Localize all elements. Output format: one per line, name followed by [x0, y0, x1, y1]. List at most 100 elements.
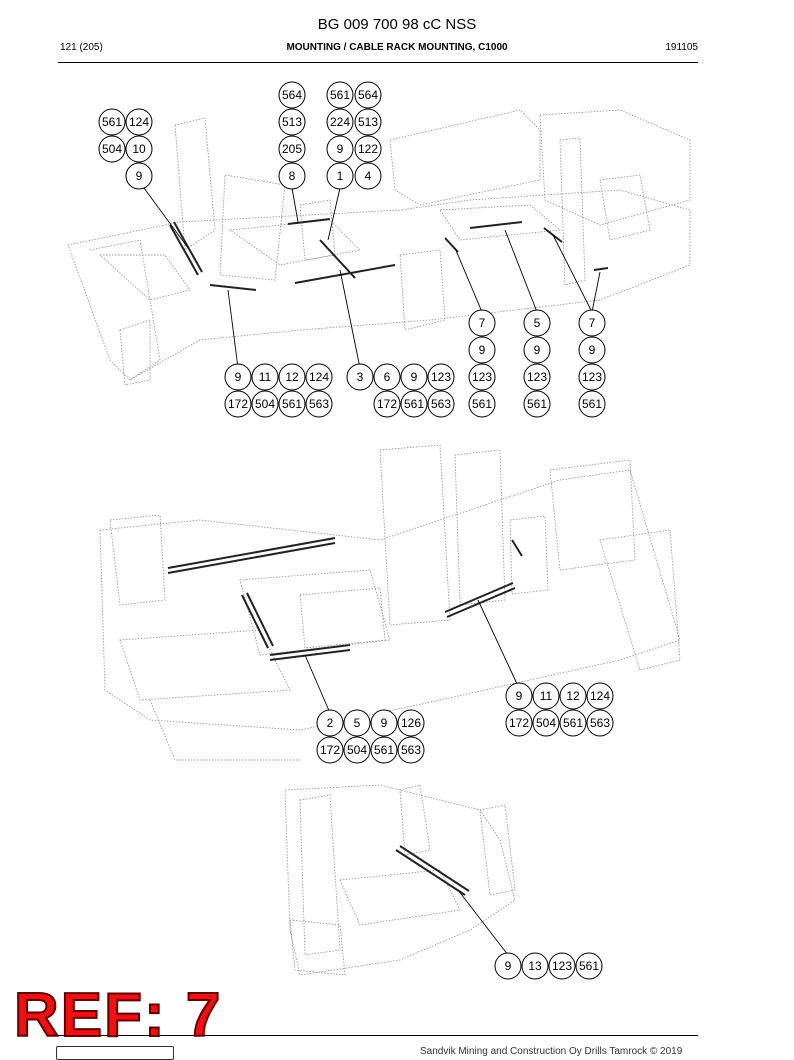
callout-bubble — [578, 363, 606, 391]
callout-bubble — [548, 952, 576, 980]
callout-number: 564 — [282, 88, 302, 102]
callout-bubble — [346, 363, 374, 391]
callout-number: 9 — [534, 343, 541, 357]
callout-bubble — [370, 736, 398, 764]
callout-bubble — [278, 81, 306, 109]
callout-bubble — [373, 363, 401, 391]
callout-bubble — [494, 952, 522, 980]
callout-number: 9 — [589, 343, 596, 357]
callout-bubble — [354, 135, 382, 163]
callout-number: 10 — [132, 142, 146, 156]
callout-number: 172 — [377, 397, 397, 411]
callout-number: 205 — [282, 142, 302, 156]
callout-bubble — [427, 363, 455, 391]
callout-number: 561 — [582, 397, 602, 411]
callout-bubble — [559, 709, 587, 737]
bottom-frame-drawing — [284, 784, 516, 976]
callout-bubble — [278, 363, 306, 391]
callout-bubble — [343, 709, 371, 737]
callout-bubble — [278, 135, 306, 163]
callout-bubble — [397, 736, 425, 764]
callout-number: 504 — [347, 743, 367, 757]
callout-number: 563 — [309, 397, 329, 411]
callout-number: 1 — [337, 169, 344, 183]
callout-number: 7 — [589, 316, 596, 330]
document-date: 191105 — [665, 42, 698, 53]
callout-bubble — [468, 336, 496, 364]
callout-number: 9 — [136, 169, 143, 183]
callout-bubble — [251, 390, 279, 418]
callout-number: 9 — [516, 689, 523, 703]
callout-number: 563 — [590, 716, 610, 730]
callout-number: 9 — [235, 370, 242, 384]
callout-number: 12 — [566, 689, 580, 703]
callout-number: 504 — [536, 716, 556, 730]
callout-bubble — [400, 363, 428, 391]
callout-number: 9 — [411, 370, 418, 384]
callout-number: 561 — [472, 397, 492, 411]
callout-number: 9 — [479, 343, 486, 357]
callout-number: 123 — [582, 370, 602, 384]
callout-number: 561 — [404, 397, 424, 411]
callout-number: 172 — [320, 743, 340, 757]
bottom-cable-rack — [395, 845, 470, 896]
header-rule — [58, 62, 698, 63]
callout-bubble — [278, 390, 306, 418]
callout-bubble — [427, 390, 455, 418]
callout-bubble — [523, 390, 551, 418]
callout-number: 513 — [358, 115, 378, 129]
callout-bubble — [125, 135, 153, 163]
callout-bubble — [224, 363, 252, 391]
callout-bubble — [373, 390, 401, 418]
callout-bubble — [354, 81, 382, 109]
callout-bubble — [532, 682, 560, 710]
callout-number: 563 — [401, 743, 421, 757]
middle-leader-lines — [304, 599, 519, 714]
callout-number: 7 — [479, 316, 486, 330]
callout-number: 561 — [527, 397, 547, 411]
callout-number: 11 — [540, 689, 553, 703]
callout-number: 126 — [401, 716, 421, 730]
callout-number: 123 — [552, 959, 572, 973]
callout-number: 3 — [357, 370, 364, 384]
callout-number: 124 — [129, 115, 149, 129]
callout-bubble — [586, 682, 614, 710]
callout-number: 124 — [309, 370, 329, 384]
footer-copyright: Sandvik Mining and Construction Oy Drill… — [420, 1046, 683, 1057]
callout-bubble — [354, 108, 382, 136]
callout-bubble — [397, 709, 425, 737]
callout-bubble — [575, 952, 603, 980]
callout-bubble — [468, 390, 496, 418]
callout-number: 561 — [282, 397, 302, 411]
callout-number: 224 — [330, 115, 350, 129]
callout-bubble — [578, 390, 606, 418]
callout-bubble — [305, 390, 333, 418]
callout-bubble — [354, 162, 382, 190]
callout-number: 564 — [358, 88, 378, 102]
callout-bubble — [125, 108, 153, 136]
callout-number: 561 — [563, 716, 583, 730]
callout-number: 172 — [509, 716, 529, 730]
callout-bubble — [523, 309, 551, 337]
top-cable-racks — [169, 218, 609, 291]
callout-number: 563 — [431, 397, 451, 411]
footer-rule — [58, 1035, 698, 1036]
callout-number: 123 — [527, 370, 547, 384]
callout-number: 561 — [374, 743, 394, 757]
document-title: BG 009 700 98 cC NSS — [317, 16, 477, 33]
callout-number: 561 — [330, 88, 350, 102]
callout-bubble — [125, 162, 153, 190]
callout-number: 2 — [327, 716, 334, 730]
callout-bubble — [521, 952, 549, 980]
callout-bubble — [468, 309, 496, 337]
callout-bubble — [343, 736, 371, 764]
callout-bubble — [326, 162, 354, 190]
callout-bubble — [532, 709, 560, 737]
page-number: 121 (205) — [60, 42, 103, 53]
callout-bubble — [316, 736, 344, 764]
section-title: MOUNTING / CABLE RACK MOUNTING, C1000 — [286, 42, 508, 53]
callout-bubble — [370, 709, 398, 737]
callout-number: 504 — [102, 142, 122, 156]
callout-bubble — [251, 363, 279, 391]
